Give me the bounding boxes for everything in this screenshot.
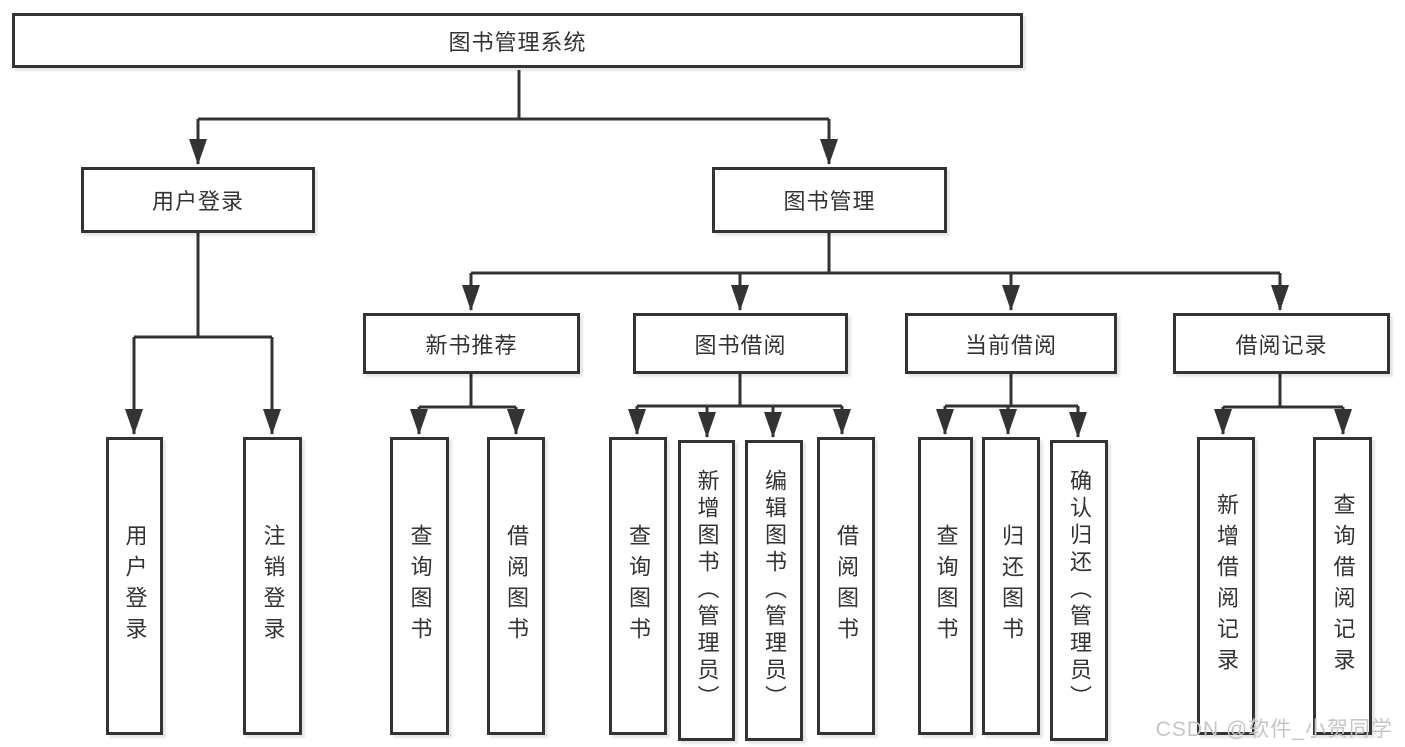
leaf-edit-books-admin-label: 编辑图书（管理员） [762,469,787,712]
node-current-borrow: 当前借阅 [905,313,1117,374]
node-book-management: 图书管理 [712,167,947,233]
leaf-newbook-borrow-books-label: 借阅图书 [504,524,529,648]
leaf-borrow-query-books-label: 查询图书 [626,524,651,648]
node-user-login-label: 用户登录 [151,189,244,214]
leaf-borrow-borrow-books: 借阅图书 [817,437,875,735]
leaf-logout: 注销登录 [243,437,302,735]
node-new-book-recommend: 新书推荐 [363,313,580,374]
leaf-confirm-return-admin-label: 确认归还（管理员） [1067,469,1092,712]
leaf-newbook-query-books: 查询图书 [390,437,449,735]
leaf-add-books-admin: 新增图书（管理员） [678,440,735,741]
connector-current-children [936,374,1087,438]
leaf-current-query-books: 查询图书 [918,437,973,735]
node-book-borrow-label: 图书借阅 [694,332,787,358]
leaf-confirm-return-admin: 确认归还（管理员） [1050,440,1108,741]
node-user-login: 用户登录 [81,167,315,233]
leaf-borrow-borrow-books-label: 借阅图书 [834,524,859,648]
leaf-edit-books-admin: 编辑图书（管理员） [745,440,803,741]
node-book-borrow: 图书借阅 [633,313,848,374]
node-book-management-label: 图书管理 [783,189,876,214]
leaf-user-login: 用户登录 [106,437,163,735]
node-borrow-records: 借阅记录 [1173,313,1390,374]
connector-book-management-to-level3 [462,233,1289,311]
leaf-return-books: 归还图书 [982,437,1040,735]
node-current-borrow-label: 当前借阅 [964,332,1057,358]
connector-root-to-level2 [189,70,838,165]
leaf-return-books-label: 归还图书 [999,524,1024,648]
node-new-book-recommend-label: 新书推荐 [425,332,518,358]
leaf-borrow-query-books: 查询图书 [609,437,667,735]
connector-user-login-children [125,233,281,435]
leaf-add-borrow-record: 新增借阅记录 [1197,437,1255,735]
leaf-user-login-label: 用户登录 [122,524,148,648]
leaf-add-borrow-record-label: 新增借阅记录 [1214,493,1239,679]
leaf-logout-label: 注销登录 [260,524,286,648]
connector-records-children [1214,374,1352,435]
node-root-label: 图书管理系统 [448,29,587,55]
leaf-add-books-admin-label: 新增图书（管理员） [694,469,720,712]
connector-new-book-children [410,374,525,435]
leaf-newbook-query-books-label: 查询图书 [407,524,433,648]
connector-borrow-children [628,374,851,438]
node-borrow-records-label: 借阅记录 [1235,332,1328,358]
csdn-watermark: CSDN @软件_小贺同学 [1155,718,1393,741]
leaf-query-borrow-record: 查询借阅记录 [1313,437,1372,735]
leaf-current-query-books-label: 查询图书 [933,524,959,648]
leaf-query-borrow-record-label: 查询借阅记录 [1330,493,1356,679]
leaf-newbook-borrow-books: 借阅图书 [487,437,545,735]
node-root: 图书管理系统 [12,13,1023,68]
